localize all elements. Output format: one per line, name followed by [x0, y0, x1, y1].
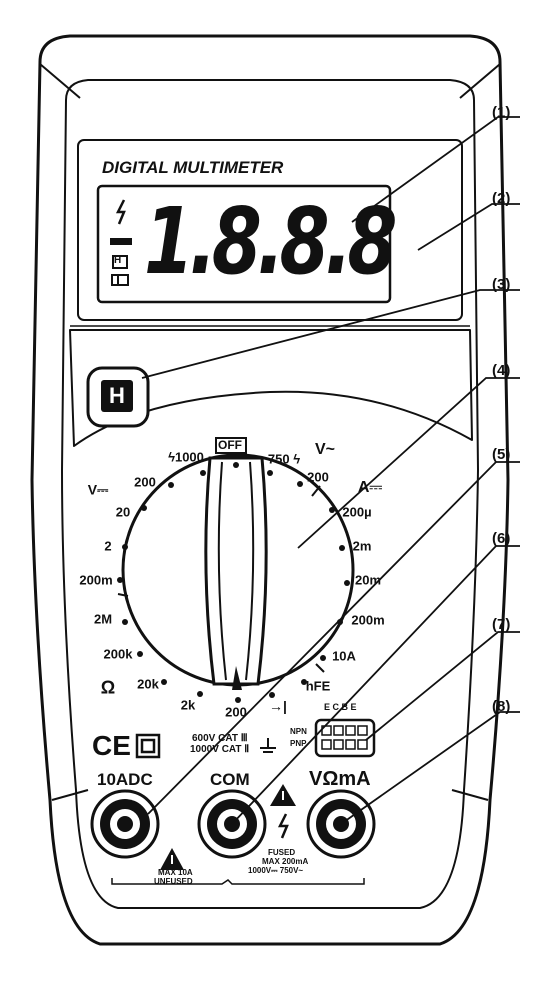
hold-button-label: H — [109, 383, 125, 408]
range-label-a2m: 2m — [352, 538, 372, 554]
range-label-hfe: hFE — [305, 678, 331, 694]
range-label-a-dc: A⎓ — [357, 479, 383, 496]
ground-icon — [260, 738, 276, 753]
range-label-v20: 20 — [115, 504, 131, 520]
jack-bracket — [111, 878, 365, 885]
lightning-icon — [115, 199, 126, 225]
note-vma-max: MAX 200mA — [262, 857, 309, 866]
off-label: OFF — [218, 438, 242, 452]
range-label-a20m: 20m — [354, 572, 382, 588]
jack-10a-label: 10ADC — [97, 770, 153, 789]
range-label-r200k: 200k — [103, 646, 133, 662]
range-label-v200m: 200m — [79, 572, 113, 588]
range-label-vac200: 200 — [307, 469, 329, 485]
callout-7: (7) — [492, 616, 511, 633]
range-label-v1000: ϟ1000 — [168, 449, 204, 465]
callout-3: (3) — [492, 276, 511, 293]
jack-vma-label: VΩmA — [309, 768, 371, 790]
range-label-r2m: 2M — [93, 611, 113, 627]
inner-body — [61, 79, 479, 909]
callout-2: (2) — [492, 190, 511, 207]
range-label-v200: 200 — [134, 474, 156, 490]
note-vma-rating: 1000V⎓ 750V~ — [248, 866, 304, 875]
rotary-switch[interactable] — [121, 453, 355, 690]
range-label-diode: →| — [269, 698, 287, 714]
range-label-r20k: 20k — [137, 676, 159, 692]
callout-5: (5) — [492, 446, 511, 463]
jack-com-label: COM — [210, 770, 250, 789]
range-label-r200: 200 — [225, 704, 247, 720]
range-label-vac750: 750 ϟ — [267, 451, 301, 467]
note-fused: FUSED — [268, 848, 296, 857]
range-label-v2: 2 — [104, 538, 112, 554]
range-label-a200u: 200µ — [342, 504, 372, 520]
range-label-v-ac: V~ — [314, 441, 336, 458]
range-label-ohm: Ω — [100, 677, 116, 698]
double-insulation-icon — [135, 733, 161, 759]
range-label-a200m: 200m — [351, 612, 385, 628]
outer-case — [30, 34, 510, 946]
range-dots — [117, 462, 350, 703]
lcd-indicators — [110, 199, 132, 286]
pnp-label: PNP — [290, 739, 307, 748]
dial-pointer — [232, 666, 242, 690]
group-separators — [117, 485, 325, 673]
lcd-reading: 1.8.8.8 — [144, 188, 397, 295]
callout-8: (8) — [492, 698, 511, 715]
socket-pin-labels: E C B E — [324, 702, 357, 712]
ce-mark: CE — [92, 730, 131, 761]
cat-rating-2: 1000V CAT Ⅱ — [190, 744, 250, 755]
range-label-r2k: 2k — [180, 697, 196, 713]
cat-rating-1: 600V CAT Ⅲ — [192, 733, 248, 744]
lcd-window — [96, 184, 392, 304]
npn-label: NPN — [290, 727, 307, 736]
jack-10a[interactable] — [90, 789, 160, 859]
note-10a-unfused: UNFUSED — [154, 877, 193, 886]
hold-button[interactable] — [86, 366, 150, 428]
range-label-a10: 10A — [332, 648, 356, 664]
callout-leaders — [141, 116, 520, 825]
minus-sign — [110, 238, 132, 245]
display-bezel — [77, 139, 463, 321]
transistor-socket[interactable] — [314, 718, 376, 758]
jack-vma[interactable] — [306, 789, 376, 859]
callout-4: (4) — [492, 362, 511, 379]
note-10a-max: MAX 10A — [158, 868, 193, 877]
battery-icon — [111, 274, 129, 286]
lcd-hold-indicator: H — [114, 255, 122, 266]
callout-1: (1) — [492, 104, 511, 121]
callout-6: (6) — [492, 530, 511, 547]
device-title: DIGITAL MULTIMETER — [102, 158, 284, 177]
warning-icon — [160, 784, 296, 870]
range-label-v-dc: V⎓ — [87, 481, 109, 498]
